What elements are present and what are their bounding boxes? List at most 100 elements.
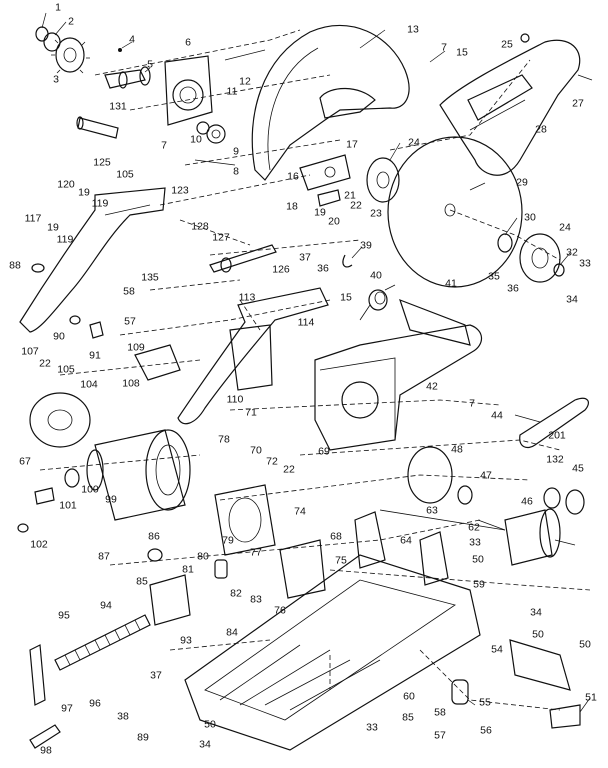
leader-lines xyxy=(41,12,591,713)
callout-75: 75 xyxy=(335,554,347,567)
callout-29: 29 xyxy=(516,176,528,189)
callout-88: 88 xyxy=(9,259,21,272)
callout-1: 1 xyxy=(55,1,61,14)
gear-case-plate xyxy=(164,55,213,126)
callout-104: 104 xyxy=(80,378,98,391)
callout-19: 19 xyxy=(314,206,326,219)
callout-21: 21 xyxy=(344,189,356,202)
callout-84: 84 xyxy=(226,626,238,639)
callout-70: 70 xyxy=(250,444,262,457)
callout-120: 120 xyxy=(57,178,75,191)
callout-25: 25 xyxy=(501,38,513,51)
vise-handle xyxy=(29,644,46,706)
callout-55: 55 xyxy=(479,696,491,709)
callout-41: 41 xyxy=(445,277,457,290)
callout-37: 37 xyxy=(150,669,162,682)
callout-45: 45 xyxy=(572,462,584,475)
callout-83: 83 xyxy=(250,593,262,606)
callout-34: 34 xyxy=(530,606,542,619)
callout-58: 58 xyxy=(123,285,135,298)
screw xyxy=(194,159,236,166)
callout-85: 85 xyxy=(136,575,148,588)
callout-91: 91 xyxy=(89,349,101,362)
callout-86: 86 xyxy=(148,530,160,543)
brush-holder-ring xyxy=(407,446,453,504)
callout-46: 46 xyxy=(521,495,533,508)
callout-69: 69 xyxy=(318,445,330,458)
callout-3: 3 xyxy=(53,73,59,86)
blade-flange-outer xyxy=(497,233,565,283)
callout-23: 23 xyxy=(370,207,382,220)
callout-36: 36 xyxy=(507,282,519,295)
callout-15: 15 xyxy=(340,291,352,304)
motor-housing xyxy=(86,429,191,521)
callout-6: 6 xyxy=(185,36,191,49)
callout-50: 50 xyxy=(472,553,484,566)
callout-113: 113 xyxy=(238,291,256,304)
spindle-bearing xyxy=(104,48,151,89)
callout-12: 12 xyxy=(239,75,251,88)
callout-102: 102 xyxy=(30,538,48,551)
callout-94: 94 xyxy=(100,599,112,612)
callout-24: 24 xyxy=(408,136,420,149)
knob xyxy=(31,263,45,273)
callout-89: 90 xyxy=(53,330,65,343)
callout-90: 89 xyxy=(137,731,149,744)
bushing xyxy=(17,523,29,533)
blade-flange-inner xyxy=(366,157,400,203)
vise-jaw-left xyxy=(354,511,386,569)
callout-127: 127 xyxy=(212,231,230,244)
callout-79: 79 xyxy=(222,534,234,547)
guard-latch-parts xyxy=(299,154,351,207)
callout-109: 109 xyxy=(127,341,145,354)
callout-27: 27 xyxy=(572,97,584,110)
callout-42: 42 xyxy=(426,380,438,393)
armature xyxy=(379,508,576,566)
vise-lead-screw xyxy=(54,614,151,671)
callout-51: 51 xyxy=(585,691,597,704)
callout-95: 95 xyxy=(58,609,70,622)
callout-7: 7 xyxy=(469,397,475,410)
callout-22: 22 xyxy=(283,463,295,476)
gear-washer-stack xyxy=(35,26,90,74)
callout-64: 64 xyxy=(400,534,412,547)
wrench xyxy=(519,397,589,449)
cord-clamp xyxy=(34,487,55,505)
washer xyxy=(457,485,473,505)
mounting-bracket xyxy=(279,539,326,599)
callout-201: 201 xyxy=(548,429,566,442)
callout-35: 35 xyxy=(488,270,500,283)
cutoff-wheel xyxy=(387,136,523,288)
callout-30: 30 xyxy=(524,211,536,224)
callout-108: 108 xyxy=(122,377,140,390)
callout-4: 4 xyxy=(129,33,135,46)
callout-119: 119 xyxy=(56,233,74,246)
callout-28: 28 xyxy=(535,123,547,136)
callout-47: 47 xyxy=(480,469,492,482)
callout-54: 54 xyxy=(491,643,503,656)
spacer xyxy=(214,559,228,579)
callout-34: 34 xyxy=(199,738,211,751)
callout-93: 93 xyxy=(180,634,192,647)
saw-base xyxy=(184,554,481,751)
callout-32: 32 xyxy=(566,246,578,259)
callout-68: 68 xyxy=(330,530,342,543)
callout-9: 9 xyxy=(233,145,239,158)
callout-39: 39 xyxy=(360,239,372,252)
screw xyxy=(577,74,593,81)
handle-half-right xyxy=(177,287,329,425)
callout-33: 33 xyxy=(579,257,591,270)
callout-117: 117 xyxy=(24,212,42,225)
callout-18: 18 xyxy=(286,200,298,213)
callout-22: 22 xyxy=(39,357,51,370)
callout-82: 82 xyxy=(230,587,242,600)
field-coil xyxy=(214,484,276,556)
callout-7: 7 xyxy=(161,139,167,152)
switch-trigger xyxy=(89,321,104,339)
vise-bracket xyxy=(149,574,191,626)
lower-blade-guard xyxy=(439,39,581,176)
bracket xyxy=(549,704,581,729)
callout-20: 20 xyxy=(328,215,340,228)
callout-74: 74 xyxy=(294,505,306,518)
